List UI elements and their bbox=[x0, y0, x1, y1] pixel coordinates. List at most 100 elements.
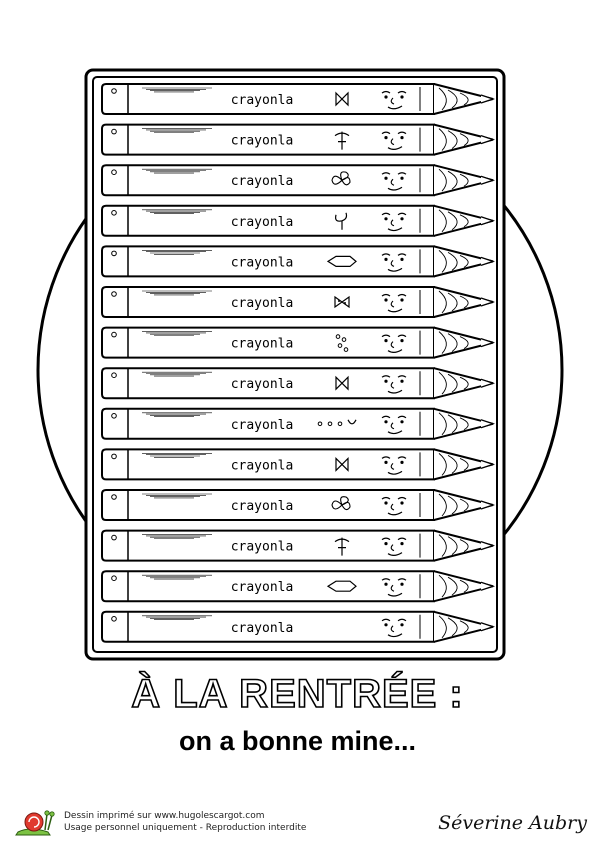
pencil-body bbox=[101, 164, 435, 197]
pencil-face-eyes bbox=[381, 415, 407, 419]
pencil-face-pupil bbox=[384, 542, 388, 546]
pencil-face-pupil bbox=[400, 136, 404, 140]
pencil-lead bbox=[480, 378, 496, 388]
pencil-face-pupil bbox=[400, 623, 404, 627]
pencil-body bbox=[101, 529, 435, 562]
pencil-face-mouth bbox=[387, 470, 403, 475]
bowtie-dot bbox=[338, 300, 340, 302]
pencil-wood-grain bbox=[438, 128, 469, 151]
title-line-2: on a bonne mine... bbox=[178, 726, 416, 756]
pencil-wood-grain bbox=[438, 331, 469, 354]
collar-icon bbox=[335, 212, 348, 230]
pencil-body bbox=[101, 286, 435, 318]
pencil-face-pupil bbox=[400, 501, 404, 505]
pencil-brand-label: crayonla bbox=[231, 174, 294, 189]
pencil-lead bbox=[480, 500, 496, 510]
button-dot-icon bbox=[335, 334, 341, 339]
pencil-highlight bbox=[111, 331, 117, 338]
pencil-face-pupil bbox=[384, 623, 388, 627]
pencil-face-nose bbox=[390, 381, 395, 389]
footer-credit: Dessin imprimé sur www.hugolescargot.com… bbox=[64, 810, 306, 834]
pencil-face-eyes bbox=[381, 131, 407, 135]
pencil-wood-grain bbox=[438, 168, 469, 192]
pencil-lead bbox=[480, 216, 496, 226]
pencil-body bbox=[101, 367, 435, 400]
pencil: crayonla bbox=[101, 326, 496, 359]
pencil-face-pupil bbox=[400, 217, 404, 221]
dot-icon bbox=[327, 421, 333, 427]
pencil-wood-grain bbox=[438, 615, 469, 639]
pencil-wood-grain bbox=[438, 209, 469, 233]
pencil-body bbox=[101, 204, 435, 237]
pencil-face-nose bbox=[390, 544, 395, 552]
pencil: crayonla bbox=[101, 367, 496, 400]
pencil-face-nose bbox=[390, 625, 395, 633]
bowtie-icon bbox=[335, 91, 349, 107]
pencil-face-nose bbox=[390, 503, 395, 511]
footer-line-1: Dessin imprimé sur www.hugolescargot.com bbox=[64, 811, 265, 821]
pencil-lead bbox=[480, 134, 496, 145]
pencil-wood-grain bbox=[438, 250, 469, 273]
pencil-face-mouth bbox=[387, 308, 403, 313]
pencil-face-pupil bbox=[400, 95, 404, 99]
pencil-brand-label: crayonla bbox=[231, 215, 294, 230]
pencil: crayonla bbox=[101, 204, 496, 237]
pencil-face-nose bbox=[390, 300, 395, 308]
pencil-highlight bbox=[111, 453, 117, 460]
pencil-wood-grain bbox=[438, 453, 469, 476]
pencil-body bbox=[101, 83, 435, 115]
pencil-face-pupil bbox=[384, 217, 388, 221]
snail-icon bbox=[15, 810, 55, 836]
pencil-body bbox=[101, 610, 435, 643]
pencil-face-mouth bbox=[387, 389, 403, 394]
pencil-face-pupil bbox=[384, 501, 388, 505]
pencil-highlight bbox=[111, 291, 117, 297]
pencil-face-pupil bbox=[384, 136, 388, 140]
pencil-face-eyes bbox=[381, 375, 407, 378]
pencil-face-eyes bbox=[381, 618, 407, 622]
pencil-face-pupil bbox=[400, 176, 404, 180]
pencil-face-mouth bbox=[387, 511, 403, 516]
pencil-row-group: crayonla crayonla crayonla crayonla crayonla… bbox=[101, 83, 496, 643]
flower-icon bbox=[331, 171, 351, 186]
pencil-wood-grain bbox=[438, 371, 469, 395]
pencil-face-pupil bbox=[384, 339, 388, 343]
pencil-wood-grain bbox=[438, 87, 469, 111]
button-dot-icon bbox=[343, 347, 349, 352]
bowtie-icon bbox=[335, 375, 349, 391]
pencil-brand-label: crayonla bbox=[231, 621, 294, 636]
pencil-body bbox=[101, 407, 435, 440]
pencil-wood-grain bbox=[438, 534, 469, 557]
pencil: crayonla bbox=[101, 407, 496, 440]
pencil-face-pupil bbox=[400, 257, 404, 261]
pencil-highlight bbox=[111, 372, 117, 379]
pencil-highlight bbox=[111, 494, 117, 500]
bowtie-dot bbox=[344, 302, 346, 304]
pencil-lead bbox=[480, 459, 496, 470]
pencil-face-pupil bbox=[384, 176, 388, 180]
footer-line-2: Usage personnel uniquement - Reproductio… bbox=[64, 823, 307, 833]
pencil-face-mouth bbox=[387, 430, 403, 435]
pencil-brand-label: crayonla bbox=[231, 580, 294, 595]
pencil-lead bbox=[480, 256, 496, 267]
pencil-highlight bbox=[111, 169, 117, 175]
pencil-face-nose bbox=[390, 178, 395, 186]
pencil-box-tray bbox=[92, 76, 498, 653]
pencil: crayonla bbox=[101, 489, 496, 521]
pencil: crayonla bbox=[101, 610, 496, 643]
pencil-face-nose bbox=[390, 260, 395, 267]
tie-icon bbox=[334, 537, 350, 556]
pencil-body bbox=[101, 489, 435, 521]
fish-tie-icon bbox=[326, 255, 357, 267]
pencil-face-nose bbox=[390, 341, 395, 349]
pencil-brand-label: crayonla bbox=[231, 296, 294, 311]
pencil-brand-label: crayonla bbox=[231, 93, 294, 108]
pencil-face-mouth bbox=[387, 349, 403, 353]
pencil-face-pupil bbox=[400, 339, 404, 343]
pencil: crayonla bbox=[101, 245, 496, 278]
pencil-face-pupil bbox=[400, 542, 404, 546]
pencil-wood-grain bbox=[438, 493, 469, 517]
pencil-body bbox=[101, 123, 435, 156]
pencil-face-pupil bbox=[384, 582, 388, 586]
